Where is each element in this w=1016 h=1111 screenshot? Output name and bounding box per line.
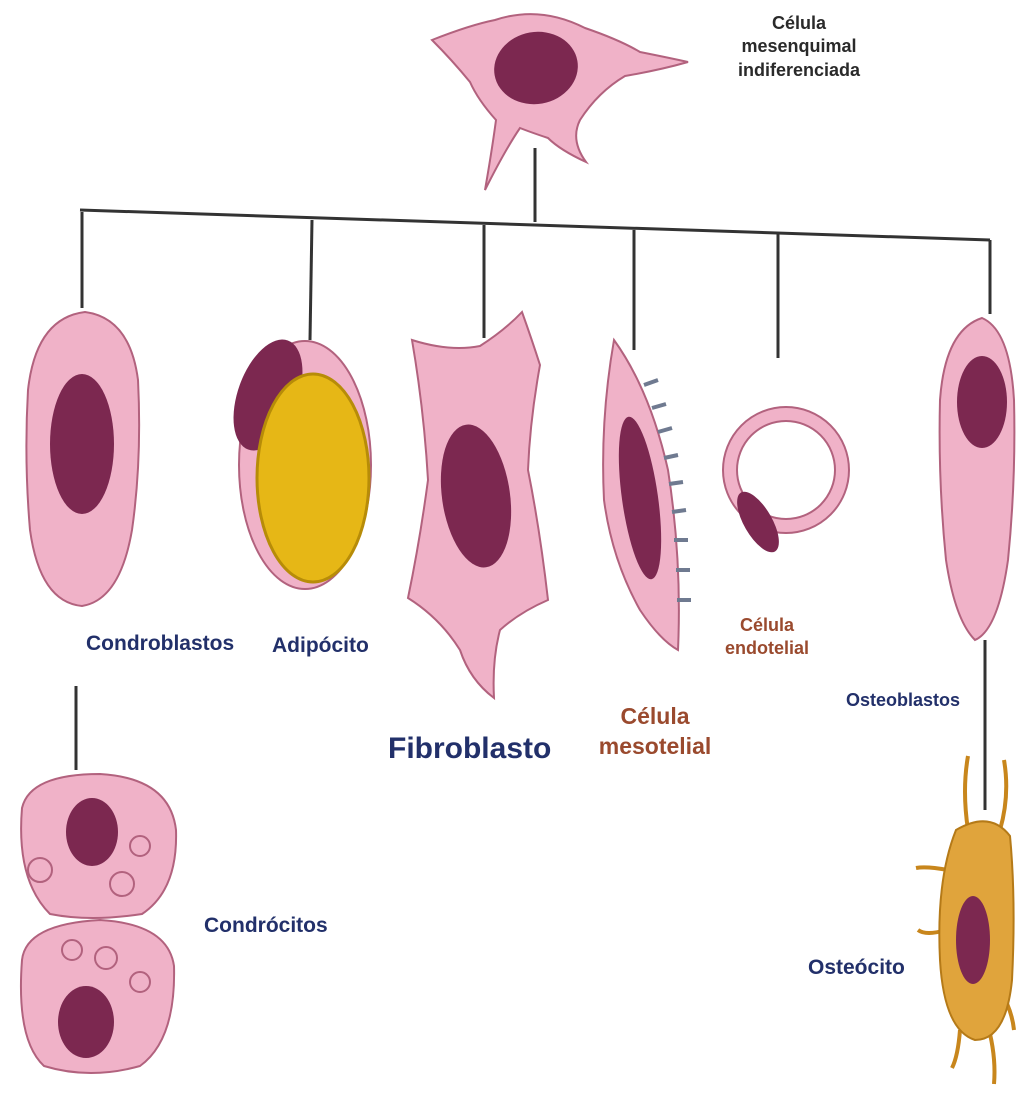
adipocyte-cell (220, 330, 371, 589)
label-osteocyte: Osteócito (808, 956, 905, 980)
label-mesenchymal-cell: Célula mesenquimal indiferenciada (724, 12, 874, 82)
label-mesothelial-cell: Célula mesotelial (590, 702, 720, 762)
label-osteoblasts: Osteoblastos (846, 690, 960, 711)
label-fibroblast: Fibroblasto (388, 732, 551, 766)
mesothelial-cell (603, 340, 691, 650)
mesenchymal-cell (432, 14, 688, 190)
label-adipocyte: Adipócito (272, 634, 369, 658)
osteocyte-cell (916, 756, 1014, 1084)
chondroblast-cell (26, 312, 139, 606)
label-endothelial-cell: Célula endotelial (712, 614, 822, 661)
chondrocyte-cells (21, 774, 176, 1073)
fibroblast-cell (408, 312, 548, 698)
label-chondrocytes: Condrócitos (204, 914, 328, 938)
label-chondroblasts: Condroblastos (86, 632, 234, 656)
branch-adipocyte (310, 220, 312, 340)
osteoblast-cell (940, 318, 1015, 640)
endothelial-cell (723, 407, 849, 558)
